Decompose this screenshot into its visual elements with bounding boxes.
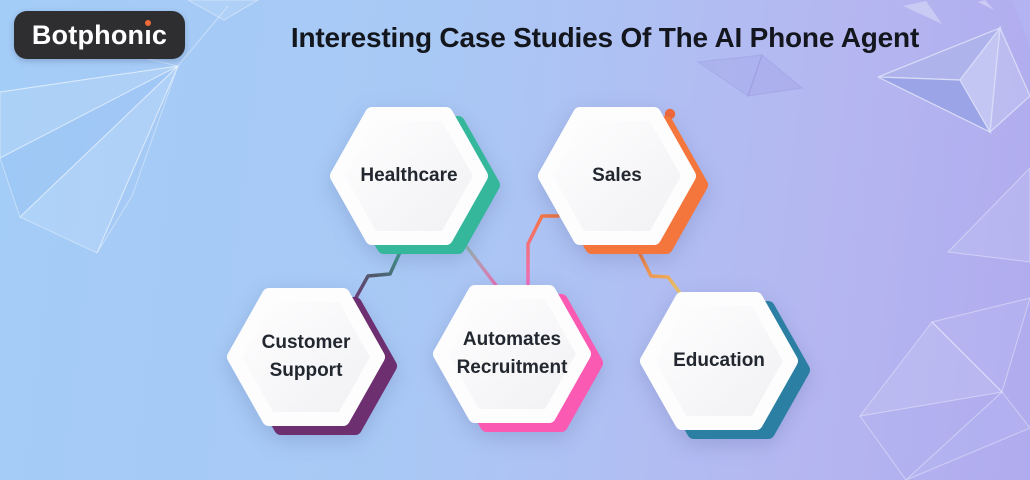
decor-small-triangle [903, 1, 942, 24]
node-automates-recruitment: Automates Recruitment [428, 280, 606, 440]
logo-text-pre: Botphon [31, 19, 145, 50]
decor-left-fan [0, 5, 229, 254]
node-label: Healthcare [360, 165, 458, 187]
connector-healthcare-customer-support [351, 248, 403, 305]
decor-topleft-triangle [186, 0, 259, 21]
logo-letter-i: ı [144, 19, 152, 50]
page-title: Interesting Case Studies Of The AI Phone… [290, 22, 920, 53]
connector-sales-education [635, 246, 682, 295]
node-shape [330, 107, 488, 245]
decor-tiny-triangle [978, 0, 994, 10]
logo-text-post: c [151, 19, 168, 50]
node-shape [640, 292, 798, 430]
node-shape [227, 288, 385, 426]
node-customer-support: Customer Support [222, 283, 400, 443]
connector-sales-automates-recruitment [526, 214, 560, 287]
connector-healthcare-automates-recruitment [461, 240, 500, 290]
node-healthcare: Healthcare [325, 102, 503, 262]
decor-tetrahedron [877, 25, 1030, 134]
node-shape [433, 285, 591, 423]
decor-corner-triangle [1012, 0, 1030, 46]
node-education: Education [635, 287, 813, 447]
node-sales: Sales [533, 102, 711, 262]
decor-title-cluster [696, 54, 804, 97]
node-label: Automates Recruitment [456, 329, 568, 378]
decor-bottomright-web [858, 297, 1030, 480]
node-label: Education [673, 350, 765, 372]
node-label: Sales [592, 165, 642, 187]
node-shape [538, 107, 696, 245]
decor-right-mid-triangle [946, 167, 1030, 263]
logo-i-dot-icon [145, 19, 152, 26]
node-label: Customer Support [261, 332, 351, 381]
